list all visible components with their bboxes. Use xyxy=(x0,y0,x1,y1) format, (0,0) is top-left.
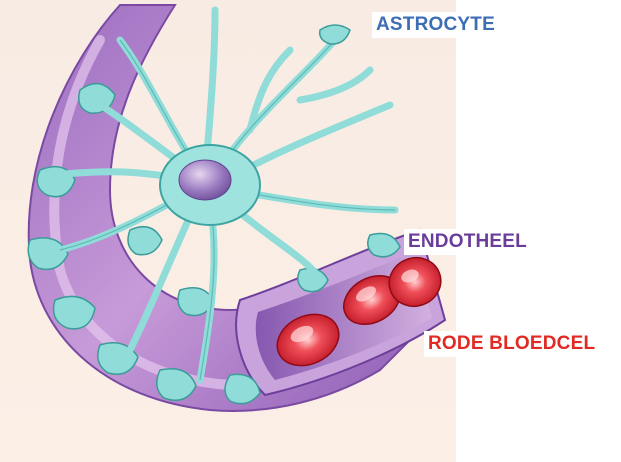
rode-bloedcel-label: RODE BLOEDCEL xyxy=(424,331,599,357)
astrocyte-nucleus xyxy=(179,160,231,200)
astrocyte-label: ASTROCYTE xyxy=(372,12,499,38)
endotheel-label: ENDOTHEEL xyxy=(404,229,531,255)
